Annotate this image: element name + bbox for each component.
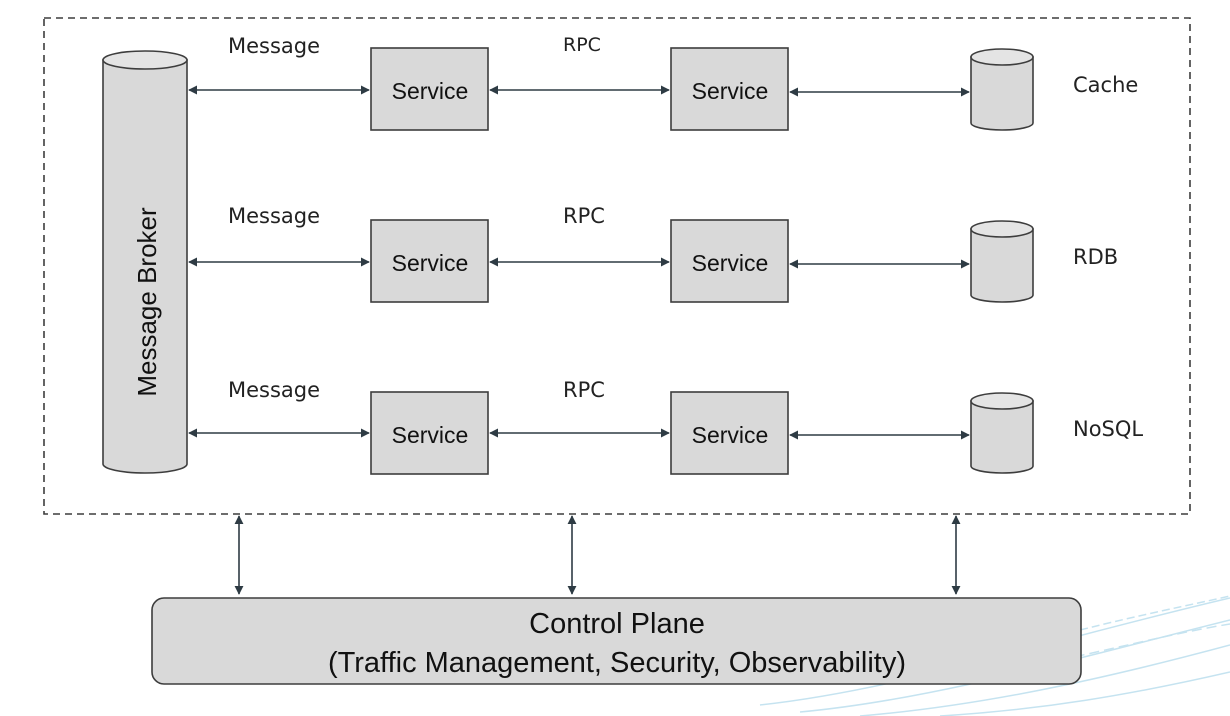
service-box [370,47,489,131]
message-label: Message [228,204,320,228]
message-label: Message [228,378,320,402]
nosql-database-icon [970,392,1034,474]
message-label: Message [228,34,320,58]
storage-label: Cache [1073,73,1138,97]
service-box [670,391,789,475]
service-box [370,219,489,303]
service-label: Service [692,250,769,276]
rpc-label: RPC [563,204,605,228]
rpc-label: RPC [563,378,605,402]
storage-label: RDB [1073,245,1118,269]
storage-label: NoSQL [1073,417,1143,441]
cache-database-icon [970,48,1034,131]
service-box [370,391,489,475]
message-broker-label: Message Broker [132,207,162,397]
control-plane-box [151,597,1082,685]
rpc-label: RPC [563,34,601,56]
message-broker: Message Broker [102,50,188,474]
row-rdb: Message RPC Service Service RDB [188,204,1118,303]
service-label: Service [692,78,769,104]
service-mesh-boundary [43,17,1191,515]
row-cache: Message RPC Service Service Cache [188,34,1138,131]
service-box [670,47,789,131]
service-label: Service [392,422,469,448]
service-label: Service [392,78,469,104]
control-plane-subtitle: (Traffic Management, Security, Observabi… [328,647,906,679]
row-nosql: Message RPC Service Service NoSQL [188,378,1143,475]
service-label: Service [392,250,469,276]
rdb-database-icon [970,220,1034,303]
service-box [670,219,789,303]
control-plane-title: Control Plane [529,608,705,640]
service-label: Service [692,422,769,448]
